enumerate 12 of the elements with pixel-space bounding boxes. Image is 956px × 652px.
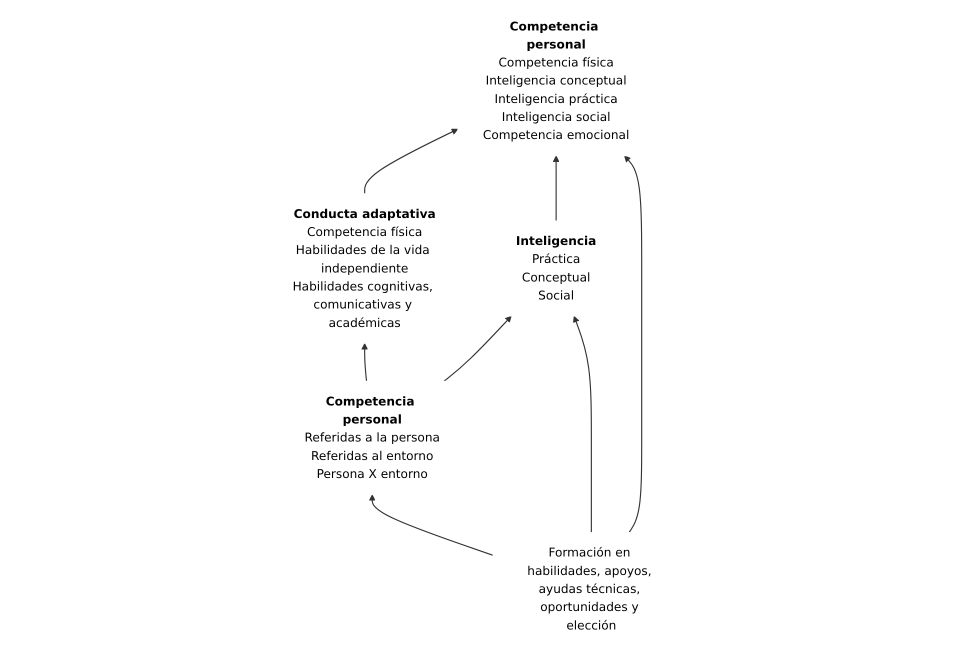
arrow (364, 128, 458, 194)
node-text: Competencia personal Competencia física Inteligencia conceptual Inteligencia práctica Inteligencia social Competencia emocional (482, 18, 630, 142)
node-text: Conducta adaptativa Competencia física Habilidades de la vida independiente Habilidades cognitivas, comunicativas y académicas (292, 206, 436, 330)
node-text: Competencia personal Referidas a la persona Referidas al entorno Persona X entorno (304, 394, 440, 482)
arrow (624, 156, 642, 533)
arrow (552, 156, 560, 221)
arrow (444, 316, 512, 382)
node-text: Inteligencia Práctica Conceptual Social (516, 234, 596, 303)
arrow (361, 343, 368, 382)
arrow (573, 316, 592, 532)
node-text: Formación en habilidades, apoyos, ayudas técnicas, oportunidades y elección (527, 545, 652, 632)
arrow (368, 494, 494, 556)
